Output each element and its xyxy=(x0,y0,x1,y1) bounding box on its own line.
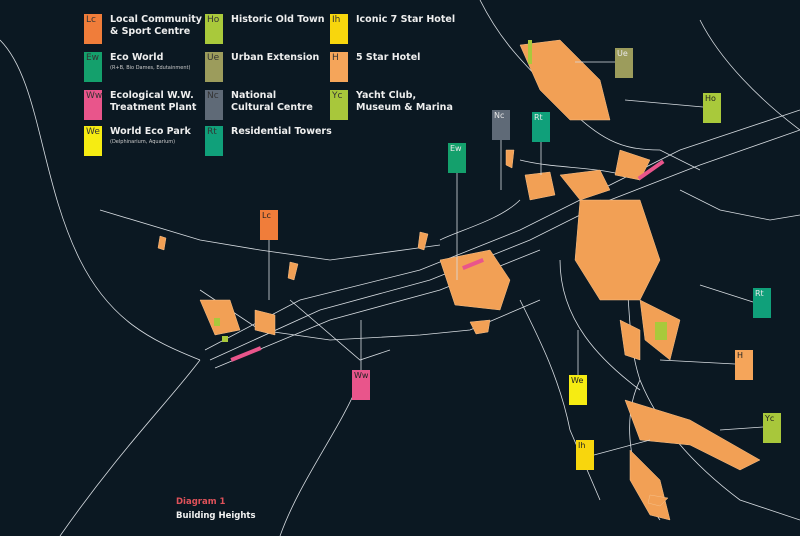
legend-text: 5 Star Hotel xyxy=(356,52,420,64)
legend-text: Eco World (R+B, Bio Dames, Edutainment) xyxy=(110,52,190,72)
treatment-plant-strips xyxy=(230,159,665,362)
legend-item: H 5 Star Hotel xyxy=(330,52,420,82)
legend-swatch: Ew xyxy=(84,52,102,82)
legend-text: Local Community & Sport Centre xyxy=(110,14,202,38)
legend-item: Ue Urban Extension xyxy=(205,52,319,82)
legend-swatch: Nc xyxy=(205,90,223,120)
legend-swatch: Ww xyxy=(84,90,102,120)
legend-swatch: We xyxy=(84,126,102,156)
legend-label: Ecological W.W. Treatment Plant xyxy=(110,90,197,113)
map-marker-we: We xyxy=(569,375,587,405)
marker-leader-lines xyxy=(268,61,764,456)
map-marker-yc: Yc xyxy=(763,413,781,443)
legend-swatch: Ih xyxy=(330,14,348,44)
diagram-subtitle: Building Heights xyxy=(176,511,256,521)
map-marker-ho: Ho xyxy=(703,93,721,123)
map-marker-lc: Lc xyxy=(260,210,278,240)
legend-label: National Cultural Centre xyxy=(231,90,313,113)
legend-label: 5 Star Hotel xyxy=(356,52,421,63)
map-marker-ew: Ew xyxy=(448,143,466,173)
legend-item: Yc Yacht Club, Museum & Marina xyxy=(330,90,453,120)
legend-label: Historic Old Town xyxy=(231,14,325,25)
legend-text: Residential Towers xyxy=(231,126,332,138)
diagram-title: Diagram 1 xyxy=(176,497,226,507)
legend-item: We World Eco Park (Delphinarium, Aquarium) xyxy=(84,126,191,156)
legend-text: World Eco Park (Delphinarium, Aquarium) xyxy=(110,126,191,146)
legend-text: Yacht Club, Museum & Marina xyxy=(356,90,453,114)
legend-swatch: H xyxy=(330,52,348,82)
legend-item: Ho Historic Old Town xyxy=(205,14,325,44)
legend-label: World Eco Park xyxy=(110,126,191,137)
map-marker-ww: Ww xyxy=(352,370,370,400)
legend-swatch: Ho xyxy=(205,14,223,44)
legend-label: Iconic 7 Star Hotel xyxy=(356,14,456,25)
legend-label: Residential Towers xyxy=(231,126,332,137)
legend-label: Urban Extension xyxy=(231,52,320,63)
legend-item: Ih Iconic 7 Star Hotel xyxy=(330,14,455,44)
legend-text: Historic Old Town xyxy=(231,14,325,26)
legend-text: Iconic 7 Star Hotel xyxy=(356,14,455,26)
historic-town-strip xyxy=(214,40,667,342)
legend-label: Yacht Club, Museum & Marina xyxy=(356,90,453,113)
legend-item: Lc Local Community & Sport Centre xyxy=(84,14,202,44)
map-marker-nc: Nc xyxy=(492,110,510,140)
legend-text: Ecological W.W. Treatment Plant xyxy=(110,90,196,114)
legend-swatch: Yc xyxy=(330,90,348,120)
legend-text: National Cultural Centre xyxy=(231,90,313,114)
legend-item: Nc National Cultural Centre xyxy=(205,90,313,120)
legend-label: Local Community & Sport Centre xyxy=(110,14,202,37)
map-marker-rt: Rt xyxy=(753,288,771,318)
map-marker-h: H xyxy=(735,350,753,380)
legend-sublabel: (R+B, Bio Dames, Edutainment) xyxy=(110,65,191,71)
legend-label: Eco World xyxy=(110,52,164,63)
map-marker-rt: Rt xyxy=(532,112,550,142)
map-marker-ue: Ue xyxy=(615,48,633,78)
legend-swatch: Rt xyxy=(205,126,223,156)
legend-item: Ww Ecological W.W. Treatment Plant xyxy=(84,90,196,120)
legend-text: Urban Extension xyxy=(231,52,319,64)
map-marker-ih: Ih xyxy=(576,440,594,470)
legend-swatch: Ue xyxy=(205,52,223,82)
legend-item: Ew Eco World (R+B, Bio Dames, Edutainment) xyxy=(84,52,190,82)
legend-sublabel: (Delphinarium, Aquarium) xyxy=(110,139,176,145)
legend-item: Rt Residential Towers xyxy=(205,126,332,156)
legend-swatch: Lc xyxy=(84,14,102,44)
